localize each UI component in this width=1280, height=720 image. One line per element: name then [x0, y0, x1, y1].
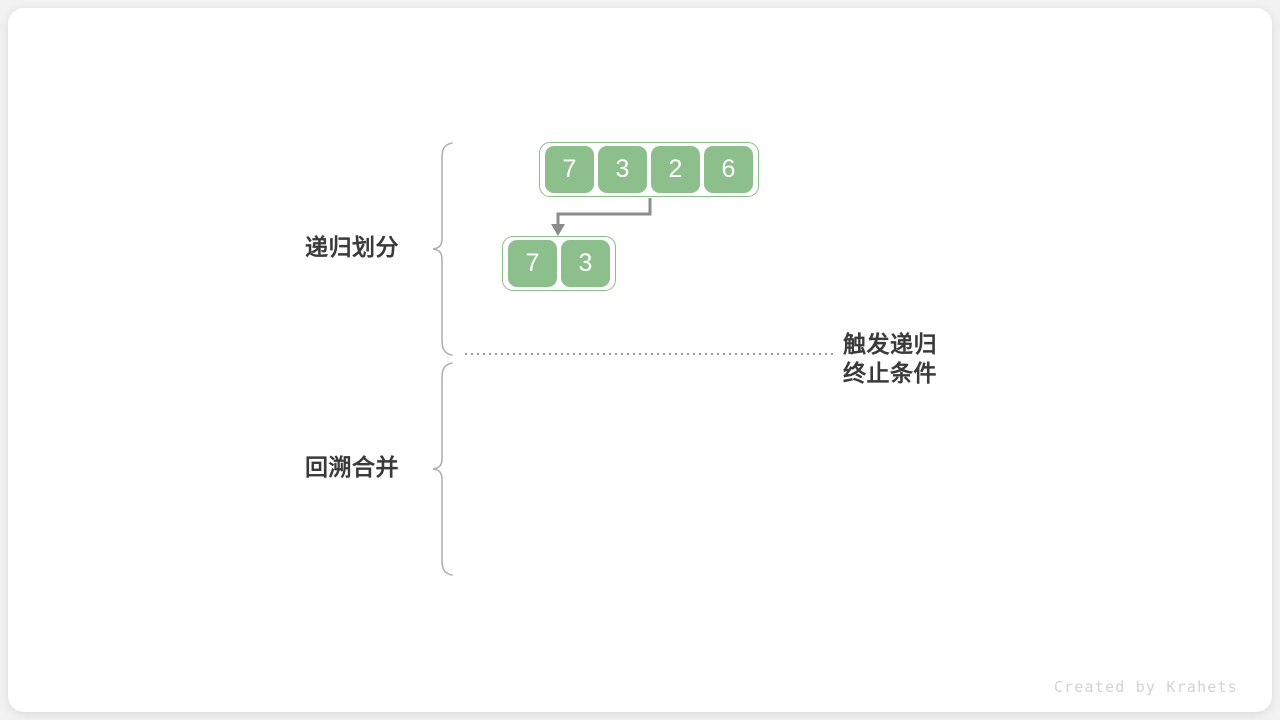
annotation-line-2: 终止条件: [843, 360, 937, 386]
array-cell: 7: [508, 240, 557, 287]
phase-label-recursive-split: 递归划分: [305, 234, 399, 260]
phase-label-backtrack-merge: 回溯合并: [305, 454, 399, 480]
array-cell: 7: [545, 146, 594, 193]
array-cell: 6: [704, 146, 753, 193]
array-left-subarray: 7 3: [502, 236, 616, 291]
slide-card: [8, 8, 1272, 712]
array-cell: 3: [561, 240, 610, 287]
array-root: 7 3 2 6: [539, 142, 759, 197]
array-cell: 2: [651, 146, 700, 193]
watermark-credit: Created by Krahets: [1053, 678, 1238, 696]
array-cell: 3: [598, 146, 647, 193]
recursion-base-annotation: 触发递归 终止条件: [843, 330, 937, 388]
annotation-line-1: 触发递归: [843, 331, 937, 357]
